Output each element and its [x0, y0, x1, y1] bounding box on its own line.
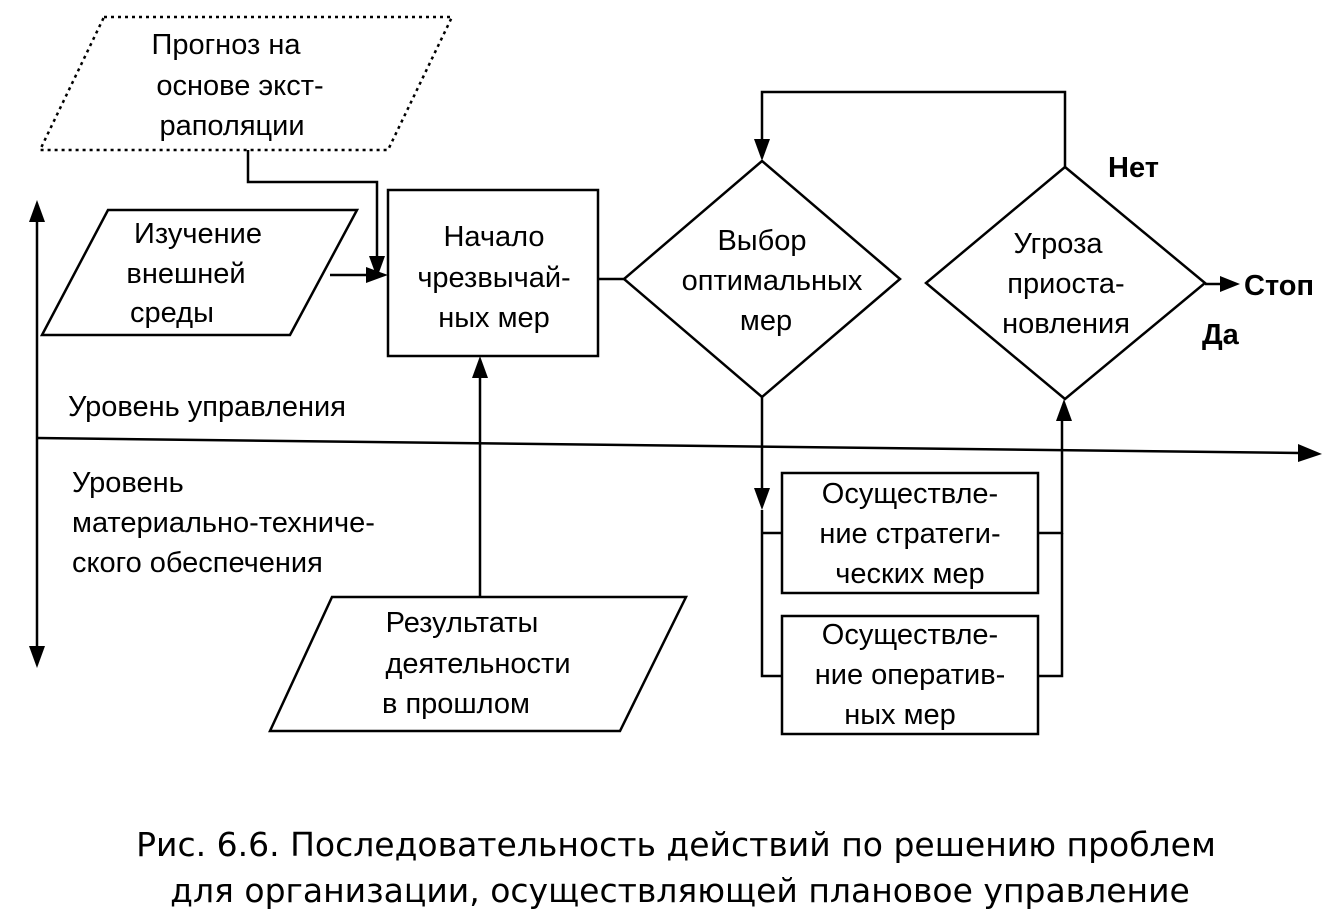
forecast-line-1: Прогноз на	[152, 29, 302, 61]
suspension-threat-line-2: приоста-	[1007, 268, 1124, 300]
operative-line-3: ных мер	[844, 699, 956, 731]
axis-right-arrow	[1298, 444, 1322, 462]
suspension-threat-line-1: Угроза	[1013, 228, 1103, 260]
past-results-node	[268, 595, 689, 733]
past-results-line-3: в прошлом	[382, 688, 530, 720]
environment-line-1: Изучение	[134, 218, 262, 250]
operative-measures-node	[780, 614, 1040, 736]
left-branch-bus	[760, 510, 782, 678]
threat-arrow-head	[1056, 399, 1072, 421]
choose-optimal-line-2: оптимальных	[682, 265, 863, 297]
horizontal-axis	[36, 436, 1301, 455]
forecast-arrow-head	[369, 256, 385, 278]
management-level-label: Уровень управления	[68, 391, 346, 423]
strategic-line-3: ческих мер	[835, 558, 984, 590]
operative-line-2: ние оператив-	[815, 659, 1006, 691]
start-measures-line-2: чрезвычай-	[417, 262, 570, 294]
strategic-measures-node	[780, 471, 1040, 595]
choose-optimal-line-3: мер	[740, 305, 792, 337]
stop-label: Стоп	[1244, 270, 1314, 302]
no-loop-connector	[760, 90, 1067, 167]
material-level-line-1: Уровень	[72, 467, 184, 499]
environment-node	[39, 208, 360, 337]
material-level-line-2: материально-техниче-	[72, 507, 375, 539]
forecast-node	[38, 15, 454, 152]
environment-line-2: внешней	[126, 258, 245, 290]
strategic-line-1: Осуществле-	[822, 478, 998, 510]
past-results-line-1: Результаты	[386, 607, 539, 639]
axis-down-arrow	[29, 646, 45, 668]
forecast-to-start-connector	[246, 150, 379, 258]
choose-optimal-line-1: Выбор	[717, 225, 806, 257]
loop-arrow-head	[754, 139, 770, 161]
suspension-threat-node	[924, 165, 1207, 401]
no-label: Нет	[1108, 152, 1159, 184]
caption-line-1: Рис. 6.6. Последовательность действий по…	[136, 825, 1216, 864]
strategic-line-2: ние стратеги-	[819, 518, 1000, 550]
yes-label: Да	[1202, 319, 1240, 351]
caption-line-2: для организации, осуществляющей плановое…	[170, 871, 1190, 910]
right-branch-bus	[1038, 420, 1064, 535]
suspension-threat-line-3: новления	[1002, 308, 1130, 340]
stop-arrow-head	[1220, 276, 1240, 292]
branch-arrow-head	[754, 488, 770, 510]
start-measures-node	[386, 188, 600, 358]
right-operative-connector	[1038, 533, 1064, 678]
environment-arrow-head	[366, 267, 388, 283]
forecast-line-2: основе экст-	[156, 70, 323, 102]
environment-line-3: среды	[130, 297, 214, 329]
start-measures-line-3: ных мер	[438, 302, 550, 334]
material-level-line-3: ского обеспечения	[72, 547, 323, 579]
start-measures-line-1: Начало	[443, 221, 544, 253]
operative-line-1: Осуществле-	[822, 619, 998, 651]
past-arrow-head	[472, 356, 488, 378]
past-results-line-2: деятельности	[385, 648, 570, 680]
axis-up-arrow	[29, 200, 45, 222]
forecast-line-3: раполяции	[159, 110, 304, 142]
